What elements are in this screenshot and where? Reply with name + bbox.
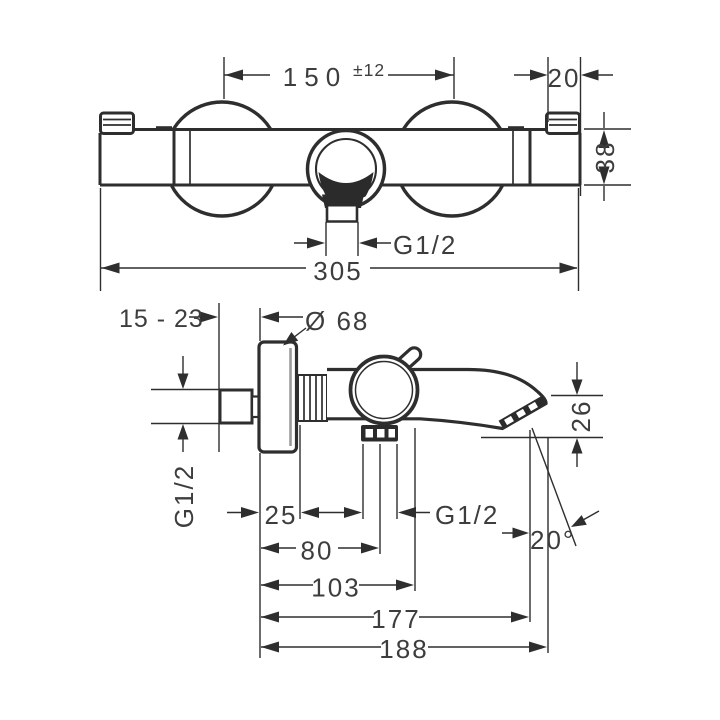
dim-20-label: 20 [548, 63, 581, 93]
dim-g12-hose-label: G1/2 [435, 500, 499, 530]
dim-g12-inlet-label: G1/2 [169, 464, 199, 528]
thread-section [297, 374, 328, 422]
dim-25-label: 25 [265, 500, 298, 530]
dim-hose-outlet-distance: 80 [261, 536, 379, 566]
dim-inlet-height: G1/2 [151, 356, 222, 528]
front-view: 150 ±12 20 38 G1/2 [98, 57, 631, 291]
dim-177-label: 177 [371, 604, 420, 634]
dim-20deg-label: 20° [530, 525, 575, 555]
dim-305-label: 305 [313, 256, 362, 286]
dim-188-label: 188 [379, 634, 428, 664]
dim-spout-angle: 20° [502, 427, 600, 555]
dim-center-distance: 150 ±12 [223, 57, 455, 99]
dim-26-label: 26 [566, 400, 596, 433]
dim-tolerance-label: ±12 [353, 60, 385, 80]
dim-bracket-width: 20 [514, 57, 613, 196]
side-extension-lines [299, 425, 549, 653]
dim-escutcheon-depth: 25 G1/2 [227, 500, 499, 530]
dim-38-label: 38 [590, 141, 620, 174]
dim-body-height: 38 [584, 112, 631, 201]
dim-g12-bottom-label: G1/2 [393, 230, 457, 260]
dim-15-23-label: 15 - 23 [119, 305, 204, 333]
dim-spout-outlet-height: 26 [481, 362, 603, 467]
dim-escutcheon-diameter: Ø 68 [283, 306, 369, 346]
dim-aerator-projection: 177 [261, 604, 529, 634]
dim-80-label: 80 [301, 536, 334, 566]
center-handle-ring [305, 128, 387, 223]
dim-wall-clearance: 15 - 23 [119, 305, 303, 333]
inlet-union [218, 388, 262, 425]
dim-overall-projection: 188 [261, 634, 547, 664]
wall-bracket-left [99, 111, 135, 135]
dim-body-projection: 103 [261, 573, 414, 603]
wall-bracket-right [545, 111, 581, 135]
dim-d68-label: Ø 68 [305, 306, 369, 336]
dim-103-label: 103 [311, 573, 360, 603]
hose-outlet [361, 425, 398, 442]
side-view: 15 - 23 Ø 68 G1/2 26 20° [119, 303, 603, 664]
dim-bottom-outlet: G1/2 [294, 222, 457, 260]
temperature-handle [348, 346, 423, 426]
escutcheon-side [257, 340, 299, 454]
dim-150-label: 150 [283, 62, 347, 92]
dim-overall-width: 305 [99, 188, 580, 291]
